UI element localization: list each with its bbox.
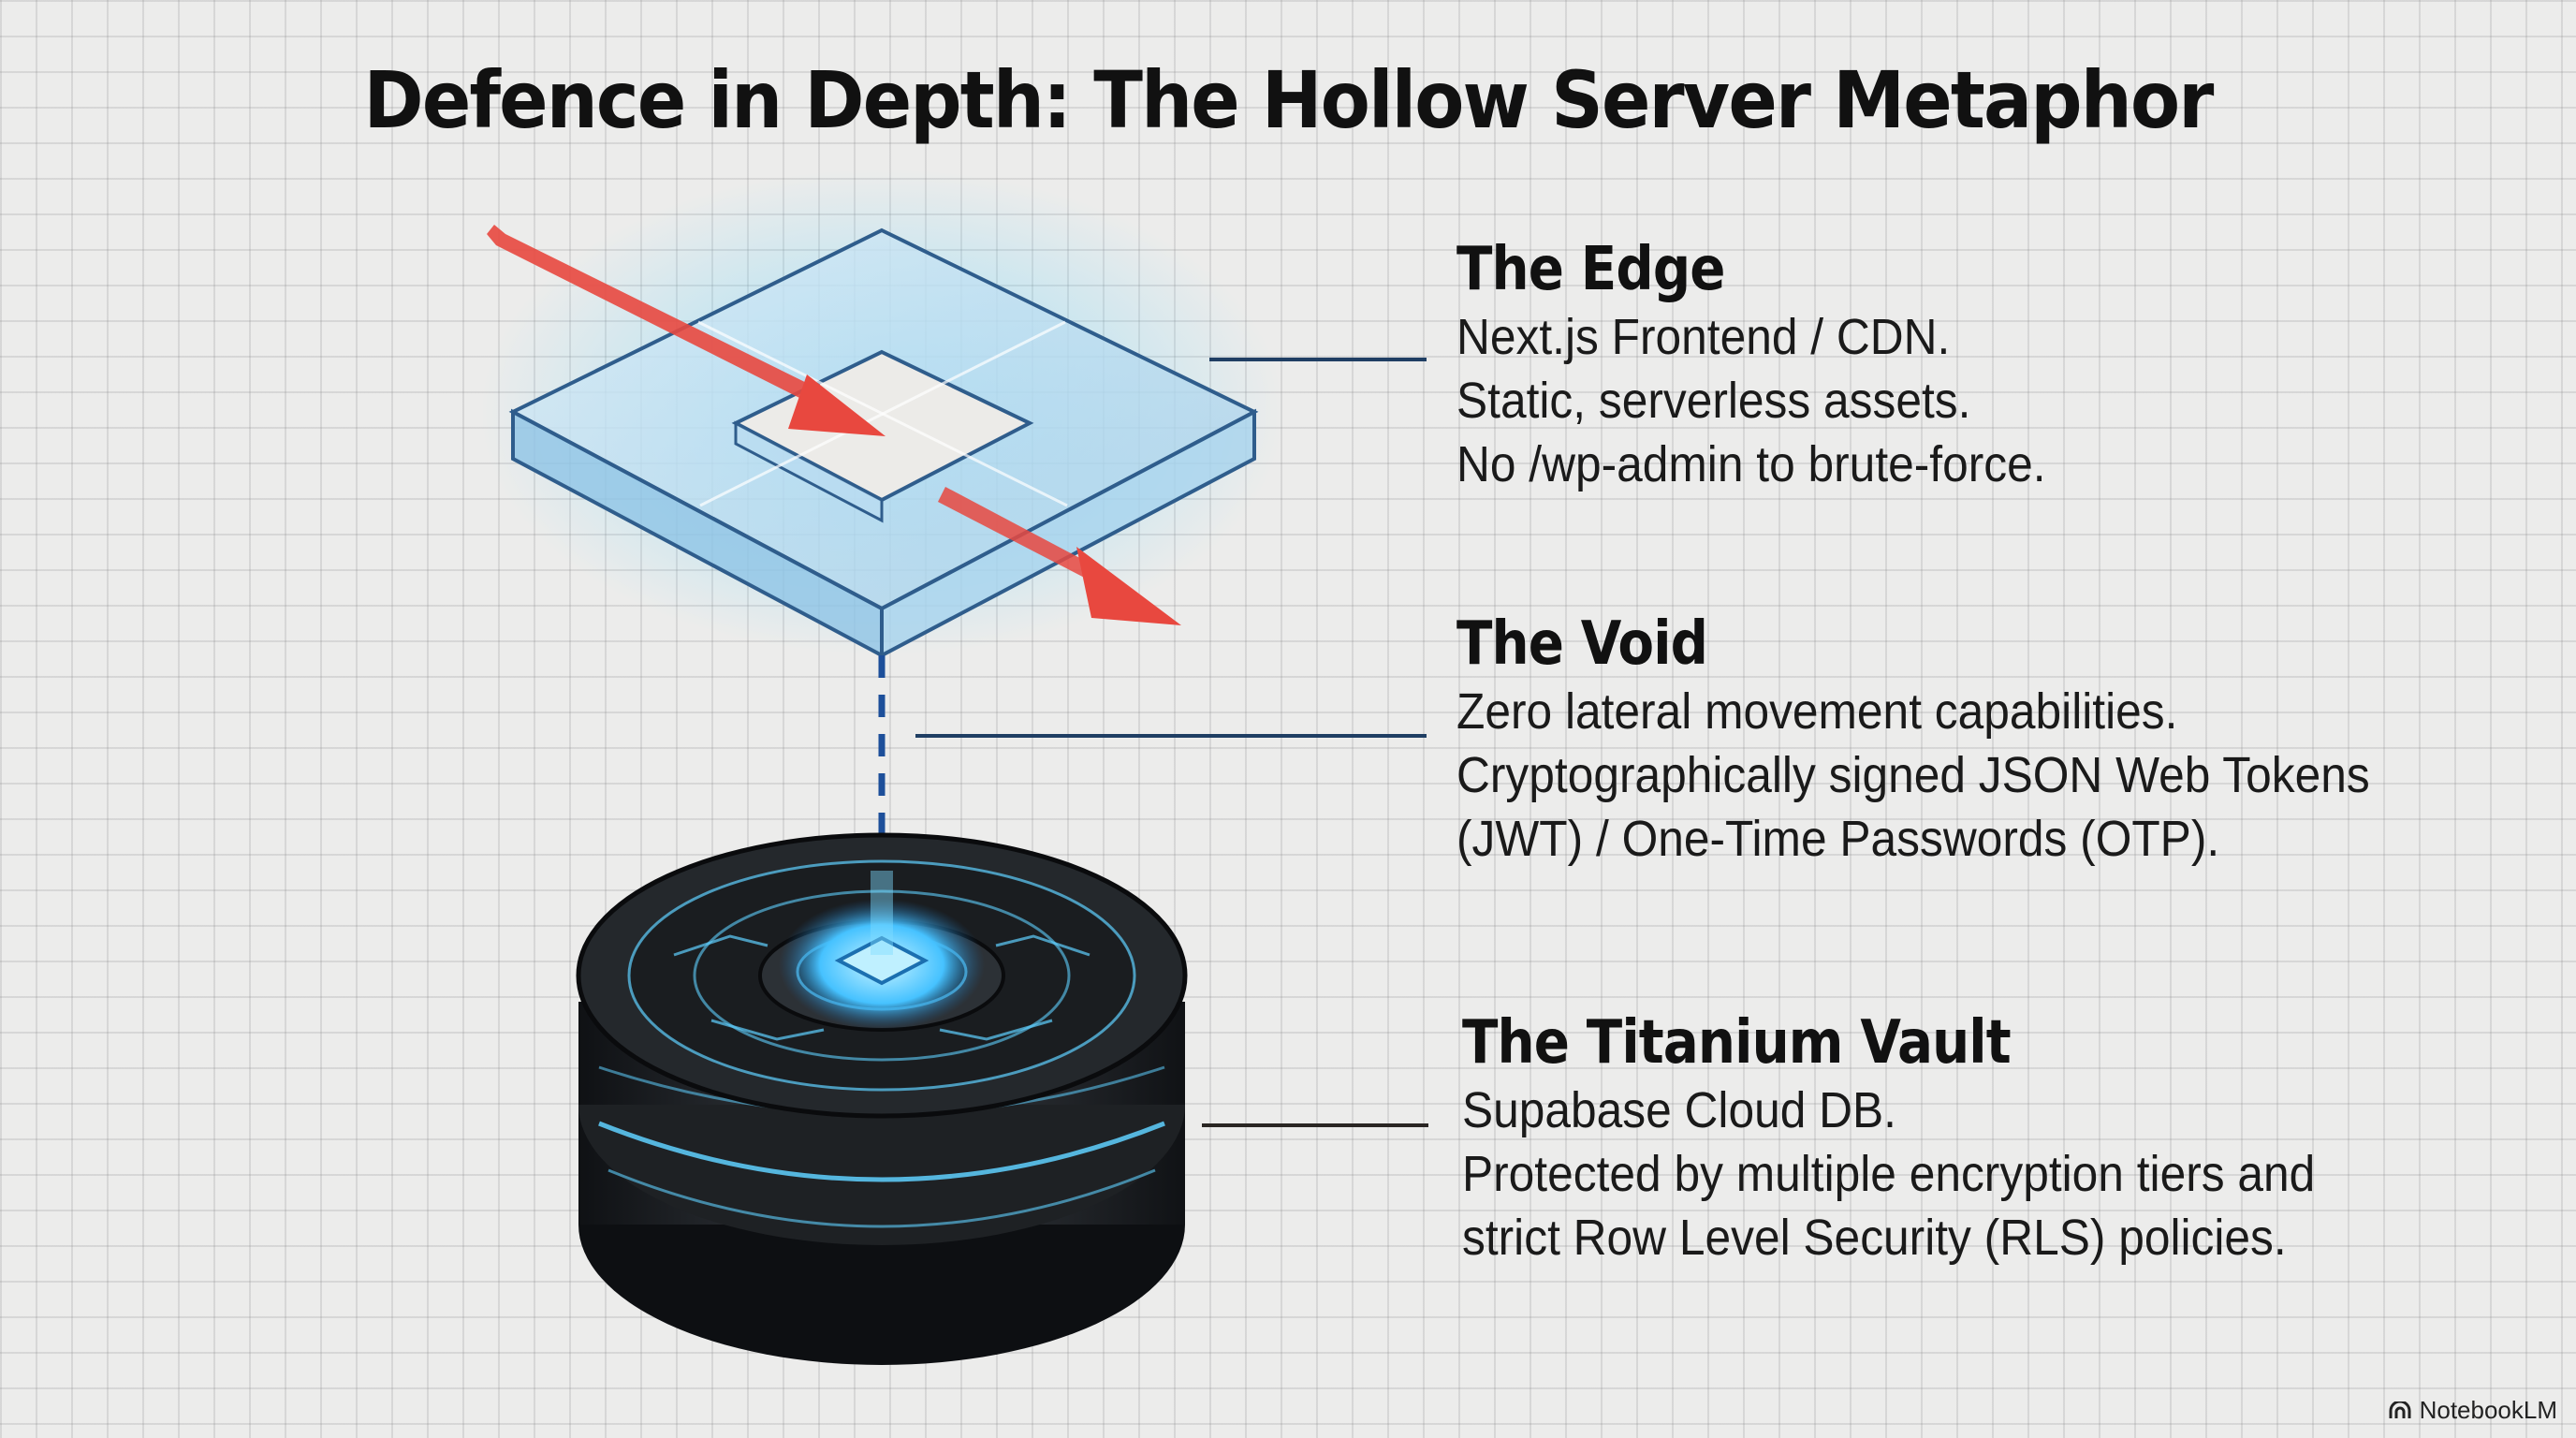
edge-layer-description: The Edge Next.js Frontend / CDN. Static,…: [1456, 236, 2097, 496]
notebooklm-watermark: NotebookLM: [2388, 1396, 2557, 1425]
notebooklm-logo-icon: [2388, 1401, 2412, 1420]
titanium-vault: [578, 835, 1185, 1365]
edge-line-2: Static, serverless assets.: [1456, 369, 2046, 433]
edge-line-3: No /wp-admin to brute-force.: [1456, 433, 2046, 496]
vault-layer-description: The Titanium Vault Supabase Cloud DB. Pr…: [1462, 1009, 2390, 1269]
vault-line-1: Supabase Cloud DB.: [1462, 1078, 2315, 1142]
brand-label: NotebookLM: [2420, 1396, 2557, 1425]
void-line-1: Zero lateral movement capabilities.: [1456, 680, 2370, 743]
edge-glass-frame: [479, 169, 1284, 655]
vault-line-3: strict Row Level Security (RLS) policies…: [1462, 1206, 2315, 1269]
void-heading: The Void: [1456, 610, 2330, 680]
vault-line-2: Protected by multiple encryption tiers a…: [1462, 1142, 2315, 1206]
edge-heading: The Edge: [1456, 236, 2020, 305]
void-line-3: (JWT) / One-Time Passwords (OTP).: [1456, 807, 2370, 871]
void-layer-description: The Void Zero lateral movement capabilit…: [1456, 610, 2450, 871]
void-line-2: Cryptographically signed JSON Web Tokens: [1456, 743, 2370, 807]
vault-heading: The Titanium Vault: [1462, 1009, 2278, 1078]
edge-line-1: Next.js Frontend / CDN.: [1456, 305, 2046, 369]
